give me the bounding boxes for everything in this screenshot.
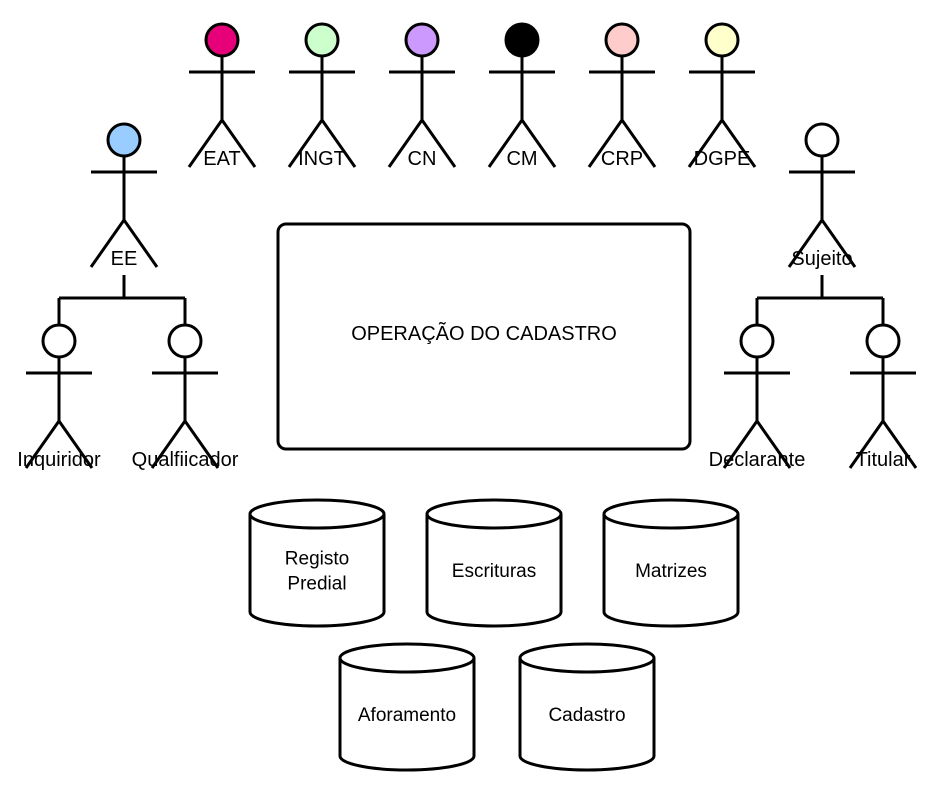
actor-ingt[interactable]: INGT (287, 22, 357, 170)
actor-body-icon (24, 357, 94, 469)
database-matrizes[interactable]: Matrizes (602, 498, 740, 628)
actor-head-icon (865, 323, 901, 359)
operacao-do-cadastro-box[interactable]: OPERAÇÃO DO CADASTRO (276, 222, 692, 451)
actor-label: EAT (203, 148, 240, 170)
actor-label: CN (408, 148, 437, 170)
actor-label: DGPE (694, 148, 751, 170)
database-label: Predial (287, 574, 346, 595)
actor-label: CM (506, 148, 537, 170)
sujeito-tree-connector (755, 275, 885, 325)
ee-tree-connector (57, 275, 187, 325)
database-cadastro[interactable]: Cadastro (518, 642, 656, 772)
database-label: Matrizes (635, 561, 707, 582)
actor-inquiridor[interactable]: Inquiridor (17, 323, 101, 471)
actor-body-icon (687, 56, 757, 168)
actor-head-icon (504, 22, 540, 58)
database-rim (518, 657, 656, 674)
actor-head-icon (304, 22, 340, 58)
actor-crp[interactable]: CRP (587, 22, 657, 170)
actor-head-icon (404, 22, 440, 58)
actor-body-icon (848, 357, 918, 469)
actor-body-icon (187, 56, 257, 168)
actor-head-icon (106, 122, 142, 158)
actor-cm[interactable]: CM (487, 22, 557, 170)
database-rim (602, 513, 740, 530)
actor-label: Inquiridor (17, 449, 101, 471)
main-box-label: OPERAÇÃO DO CADASTRO (351, 321, 617, 345)
actor-titular[interactable]: Titular (848, 323, 918, 471)
actor-head-icon (804, 122, 840, 158)
database-rim (425, 513, 563, 530)
actor-head-icon (704, 22, 740, 58)
database-aforamento[interactable]: Aforamento (338, 642, 476, 772)
actor-label: Declarante (709, 449, 806, 471)
actor-declarante[interactable]: Declarante (709, 323, 806, 471)
actor-label: INGT (298, 148, 346, 170)
database-cylinder-icon (248, 498, 386, 628)
database-cylinder-icon (425, 498, 563, 628)
actor-head-icon (604, 22, 640, 58)
database-cylinder-icon (602, 498, 740, 628)
actor-cn[interactable]: CN (387, 22, 457, 170)
actor-body-icon (387, 56, 457, 168)
database-cylinder-icon (338, 642, 476, 772)
actor-sujeito[interactable]: Sujeito (787, 122, 857, 270)
actor-head-icon (204, 22, 240, 58)
database-label: Aforamento (358, 705, 456, 726)
actor-body-icon (487, 56, 557, 168)
actor-dgpe[interactable]: DGPE (687, 22, 757, 170)
actor-body-icon (787, 156, 857, 268)
actor-label: Titular (856, 449, 911, 471)
actor-body-icon (89, 156, 159, 268)
database-rim (338, 657, 476, 674)
actor-label: Sujeito (791, 248, 852, 270)
database-rim (248, 513, 386, 530)
actor-eat[interactable]: EAT (187, 22, 257, 170)
actor-ee[interactable]: EE (89, 122, 159, 270)
actor-label: EE (111, 248, 138, 270)
actor-qualfiicador[interactable]: Qualfiicador (132, 323, 239, 471)
actor-label: CRP (601, 148, 643, 170)
database-label: Cadastro (548, 705, 625, 726)
actor-body-icon (287, 56, 357, 168)
database-escrituras[interactable]: Escrituras (425, 498, 563, 628)
database-label: Escrituras (452, 561, 536, 582)
actor-body-icon (722, 357, 792, 469)
database-cylinder-icon (518, 642, 656, 772)
actor-body-icon (587, 56, 657, 168)
actor-label: Qualfiicador (132, 449, 239, 471)
actor-head-icon (167, 323, 203, 359)
database-label: Registo (285, 549, 349, 570)
actor-head-icon (41, 323, 77, 359)
actor-body-icon (150, 357, 220, 469)
actor-head-icon (739, 323, 775, 359)
